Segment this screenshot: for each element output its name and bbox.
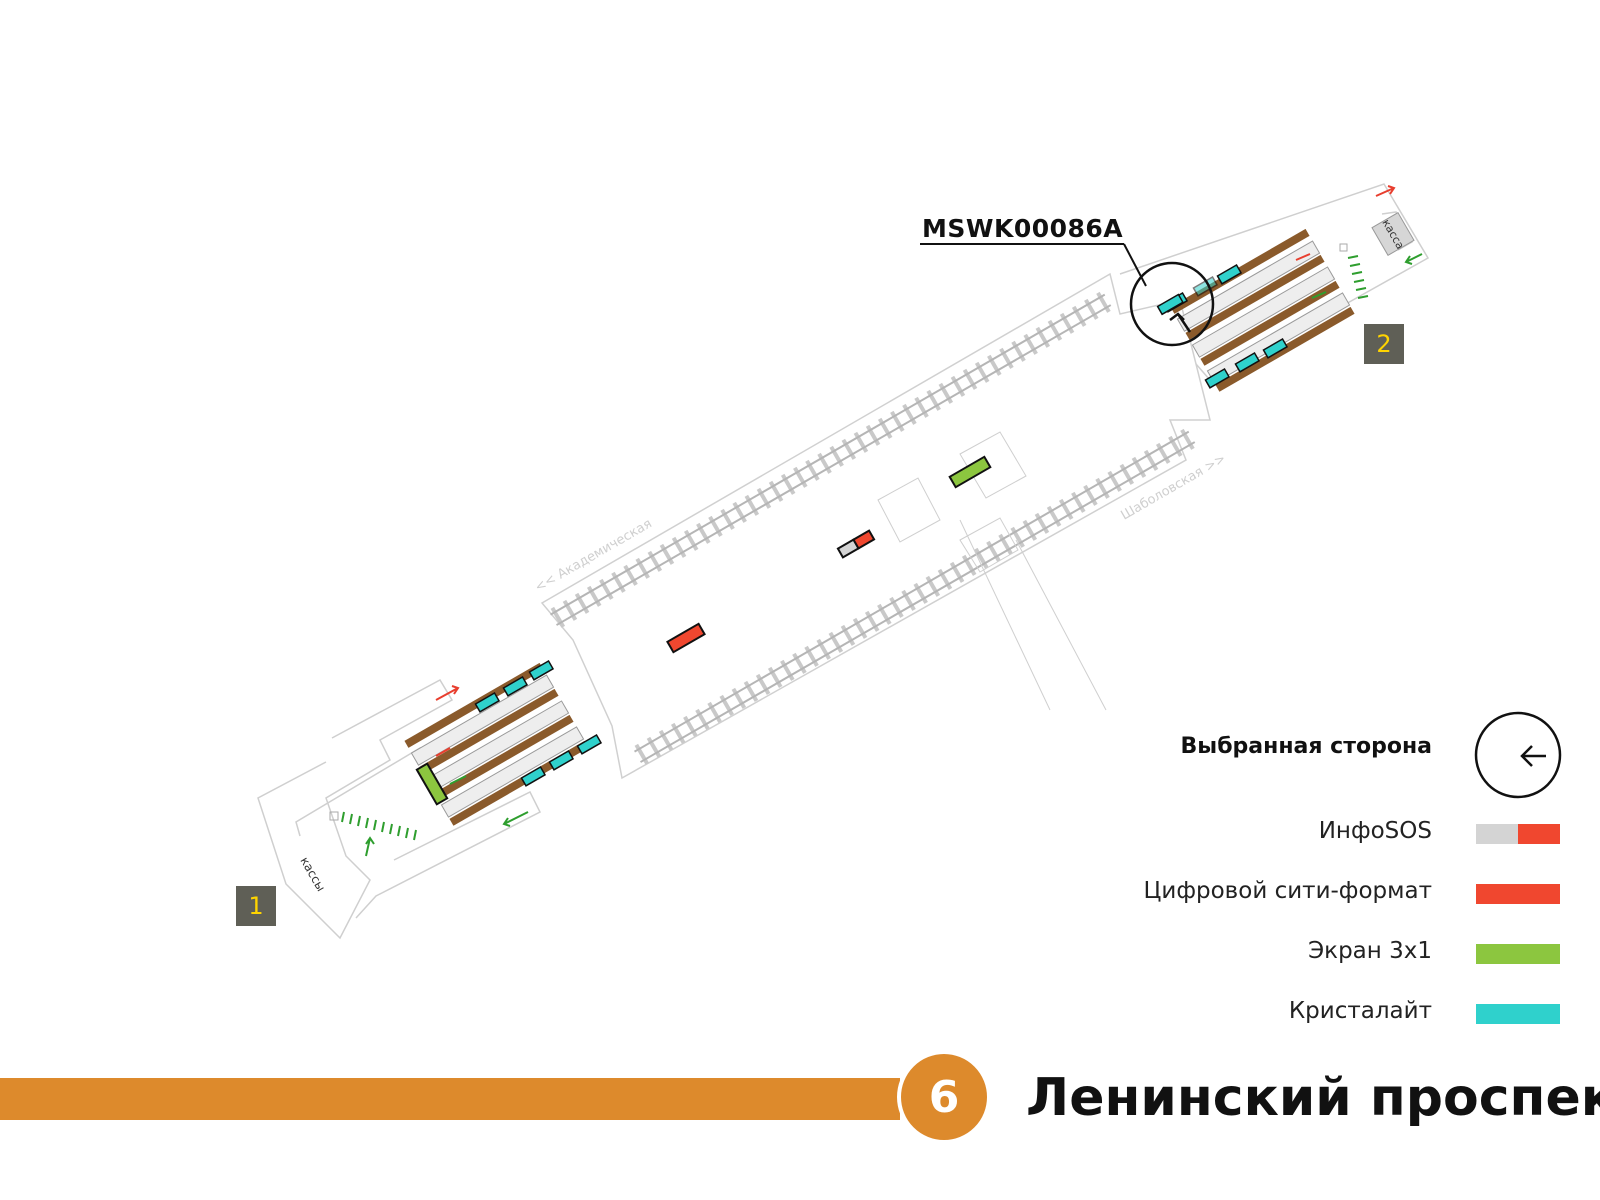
legend-selected-side-icon — [1474, 711, 1562, 799]
legend-label-infosos: ИнфоSOS — [1318, 818, 1432, 844]
line-number-badge: 6 — [897, 1050, 991, 1144]
kristalight-group-2b — [1204, 338, 1289, 389]
infosos-ad — [836, 529, 876, 559]
turnstile-booth-1 — [329, 811, 339, 821]
station-name: Ленинский проспект — [1026, 1068, 1600, 1128]
metro-line-bar — [0, 1078, 900, 1120]
legend-label-kristalight: Кристалайт — [1288, 998, 1432, 1024]
flow-arrows-1 — [365, 685, 529, 857]
kassy-label: кассы — [297, 855, 328, 894]
kristalight-group-1a — [474, 660, 555, 713]
city-format-ad — [666, 622, 706, 654]
kristalight-group-1b — [520, 734, 603, 787]
screen-3x1-ad — [948, 455, 992, 489]
track-lower — [632, 427, 1198, 767]
platform-hall — [540, 272, 1211, 780]
turnstile-booth-2 — [1339, 243, 1348, 252]
legend-swatch-screen-3x1 — [1476, 944, 1560, 964]
flow-arrows-2 — [1295, 185, 1423, 299]
legend-label-city-format: Цифровой сити-формат — [1143, 878, 1432, 904]
turnstiles-2 — [1347, 255, 1369, 299]
legend-swatch-city-format — [1476, 884, 1560, 904]
kassa-booth — [1371, 211, 1415, 257]
selected-side-marker — [920, 243, 1215, 347]
legend-title: Выбранная сторона — [1180, 734, 1432, 759]
turnstiles-1 — [341, 811, 417, 841]
legend-label-screen-3x1: Экран 3х1 — [1308, 938, 1432, 964]
escalators-1 — [404, 662, 589, 826]
screen-3x1-vestibule-1 — [415, 762, 449, 806]
track-upper — [548, 290, 1114, 630]
stairs-middle — [877, 431, 1107, 711]
panel-code-label: MSWK00086A — [922, 214, 1124, 243]
legend-swatch-infosos — [1476, 824, 1560, 844]
exit-1-badge: 1 — [236, 886, 276, 926]
legend-swatch-kristalight — [1476, 1004, 1560, 1024]
exit-2-badge: 2 — [1364, 324, 1404, 364]
